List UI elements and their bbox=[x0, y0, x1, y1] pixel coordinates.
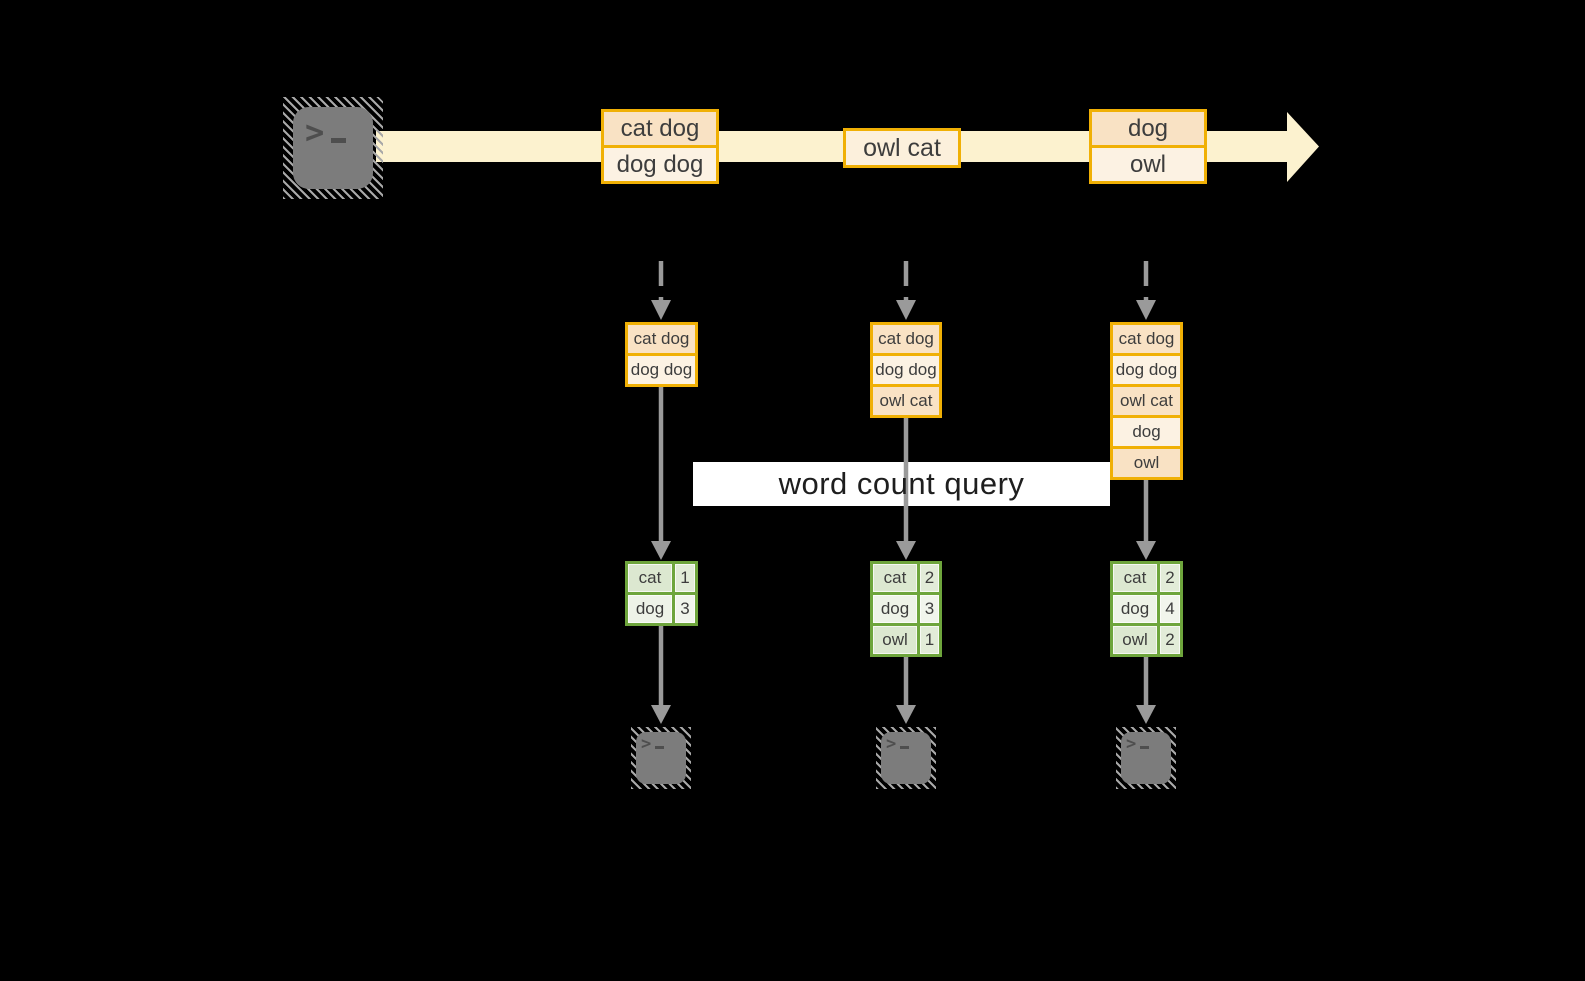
record-line: dog dog bbox=[628, 353, 695, 384]
sink-arrow-head-2 bbox=[896, 705, 916, 724]
terminal-prompt-icon: > bbox=[641, 734, 665, 754]
count-value-cell: 2 bbox=[1160, 564, 1180, 592]
stream-batch-3: dog owl bbox=[1089, 109, 1207, 184]
count-row: dog 4 bbox=[1113, 592, 1180, 623]
sink-terminal-icon-2: > bbox=[876, 727, 936, 789]
drop-arrows bbox=[651, 261, 1156, 320]
terminal-prompt-icon: > bbox=[886, 734, 910, 754]
count-row: cat 2 bbox=[873, 564, 939, 592]
record-line: owl cat bbox=[1113, 384, 1180, 415]
stream-batch-1: cat dog dog dog bbox=[601, 109, 719, 184]
prompt-cursor bbox=[900, 746, 910, 749]
count-row: owl 1 bbox=[873, 623, 939, 654]
record-line: cat dog bbox=[873, 325, 939, 353]
accumulated-stack-1: cat dog dog dog bbox=[625, 322, 698, 387]
prompt-chevron: > bbox=[1126, 734, 1137, 754]
record-line: dog dog bbox=[873, 353, 939, 384]
count-word-cell: cat bbox=[873, 564, 920, 592]
query-arrow-head-1 bbox=[651, 541, 671, 560]
batch-line: dog bbox=[1092, 112, 1204, 145]
count-word-cell: dog bbox=[628, 595, 675, 623]
prompt-cursor bbox=[655, 746, 665, 749]
record-line: owl bbox=[1113, 446, 1180, 477]
source-terminal-icon: > bbox=[283, 97, 383, 199]
terminal-body bbox=[293, 107, 373, 189]
count-row: dog 3 bbox=[873, 592, 939, 623]
count-row: owl 2 bbox=[1113, 623, 1180, 654]
prompt-cursor bbox=[331, 138, 347, 143]
accumulated-stack-3: cat dog dog dog owl cat dog owl bbox=[1110, 322, 1183, 480]
stream-batch-2: owl cat bbox=[843, 128, 961, 168]
count-value-cell: 2 bbox=[1160, 626, 1180, 654]
count-word-cell: cat bbox=[1113, 564, 1160, 592]
count-row: cat 1 bbox=[628, 564, 695, 592]
sink-arrow-head-3 bbox=[1136, 705, 1156, 724]
query-arrow-head-3 bbox=[1136, 541, 1156, 560]
sink-terminal-icon-3: > bbox=[1116, 727, 1176, 789]
batch-line: dog dog bbox=[604, 145, 716, 181]
accumulated-stack-2: cat dog dog dog owl cat bbox=[870, 322, 942, 418]
drop-arrow-head-3 bbox=[1136, 300, 1156, 320]
sink-arrows bbox=[651, 626, 1156, 724]
batch-line: cat dog bbox=[604, 112, 716, 145]
terminal-prompt-icon: > bbox=[305, 113, 347, 151]
count-word-cell: dog bbox=[873, 595, 920, 623]
count-value-cell: 2 bbox=[920, 564, 939, 592]
terminal-body bbox=[881, 732, 931, 784]
terminal-prompt-icon: > bbox=[1126, 734, 1150, 754]
record-line: owl cat bbox=[873, 384, 939, 415]
batch-line: owl cat bbox=[846, 131, 958, 165]
count-word-cell: dog bbox=[1113, 595, 1160, 623]
query-arrows bbox=[651, 386, 1156, 560]
count-row: cat 2 bbox=[1113, 564, 1180, 592]
count-value-cell: 1 bbox=[920, 626, 939, 654]
record-line: dog dog bbox=[1113, 353, 1180, 384]
sink-terminal-icon-1: > bbox=[631, 727, 691, 789]
batch-line: owl bbox=[1092, 145, 1204, 181]
prompt-chevron: > bbox=[886, 734, 897, 754]
count-value-cell: 3 bbox=[920, 595, 939, 623]
count-value-cell: 3 bbox=[675, 595, 695, 623]
count-word-cell: owl bbox=[873, 626, 920, 654]
count-table-1: cat 1 dog 3 bbox=[625, 561, 698, 626]
terminal-body bbox=[636, 732, 686, 784]
record-line: cat dog bbox=[1113, 325, 1180, 353]
record-line: dog bbox=[1113, 415, 1180, 446]
prompt-chevron: > bbox=[305, 113, 325, 151]
query-band bbox=[693, 462, 1110, 506]
count-value-cell: 4 bbox=[1160, 595, 1180, 623]
prompt-cursor bbox=[1140, 746, 1150, 749]
count-value-cell: 1 bbox=[675, 564, 695, 592]
count-word-cell: cat bbox=[628, 564, 675, 592]
count-word-cell: owl bbox=[1113, 626, 1160, 654]
count-row: dog 3 bbox=[628, 592, 695, 623]
query-label: word count query bbox=[778, 466, 1025, 501]
query-arrow-head-2 bbox=[896, 541, 916, 560]
count-table-3: cat 2 dog 4 owl 2 bbox=[1110, 561, 1183, 657]
count-table-2: cat 2 dog 3 owl 1 bbox=[870, 561, 942, 657]
sink-arrow-head-1 bbox=[651, 705, 671, 724]
stream-arrow-head bbox=[1287, 112, 1319, 182]
terminal-body bbox=[1121, 732, 1171, 784]
drop-arrow-head-2 bbox=[896, 300, 916, 320]
drop-arrow-head-1 bbox=[651, 300, 671, 320]
record-line: cat dog bbox=[628, 325, 695, 353]
prompt-chevron: > bbox=[641, 734, 652, 754]
